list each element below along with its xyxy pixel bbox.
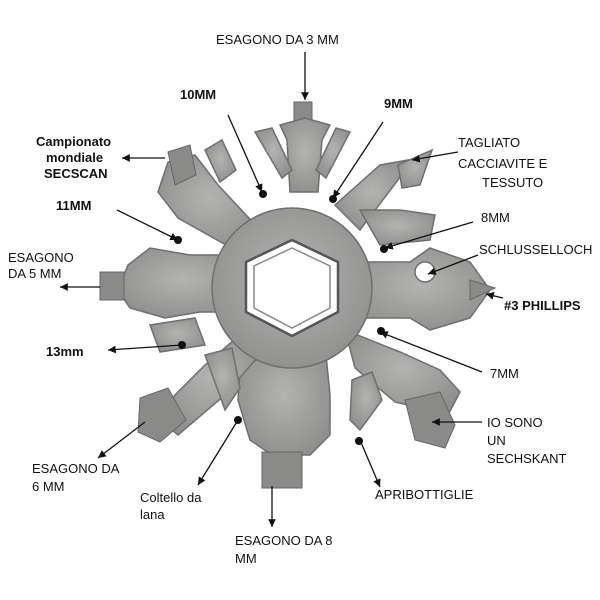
arm-upper-left xyxy=(157,138,264,251)
dot-10mm xyxy=(259,190,267,198)
snowflake-tool-body xyxy=(99,101,497,489)
leader-tagliato xyxy=(411,151,459,163)
label-hex-3mm: ESAGONO DA 3 MM xyxy=(216,32,339,47)
label-cacciavite-2: TESSUTO xyxy=(482,175,543,190)
label-10mm: 10MM xyxy=(180,87,216,102)
label-9mm: 9MM xyxy=(384,96,413,111)
dot-apribottiglie xyxy=(355,437,363,445)
dot-9mm xyxy=(329,195,337,203)
dot-11mm xyxy=(174,236,182,244)
dot-13mm xyxy=(178,341,186,349)
label-campionato-1: Campionato xyxy=(36,134,111,149)
label-13mm: 13mm xyxy=(46,344,84,359)
leader-7mm xyxy=(379,331,483,373)
label-8mm: 8MM xyxy=(481,210,510,225)
label-hex-6mm-2: 6 MM xyxy=(32,479,65,494)
label-hex-5mm-1: ESAGONO xyxy=(8,250,74,265)
dot-8mm xyxy=(380,245,388,253)
label-hex-8mm-1: ESAGONO DA 8 xyxy=(235,533,333,548)
arm-right xyxy=(349,247,497,331)
label-apribottiglie: APRIBOTTIGLIE xyxy=(375,487,474,502)
label-campionato-3: SECSCAN xyxy=(44,166,108,181)
label-hex-5mm-2: DA 5 MM xyxy=(8,266,61,281)
leader-coltello xyxy=(197,419,239,486)
anchor-dots xyxy=(174,190,388,445)
dot-7mm xyxy=(377,327,385,335)
leader-13mm xyxy=(107,344,183,354)
label-campionato-2: mondiale xyxy=(46,150,103,165)
label-cacciavite-1: CACCIAVITE E xyxy=(458,156,548,171)
leader-8mm xyxy=(384,221,474,250)
label-7mm: 7MM xyxy=(490,366,519,381)
leader-phillips xyxy=(485,291,504,300)
label-hex-8mm-2: MM xyxy=(235,551,257,566)
label-11mm: 11MM xyxy=(56,198,91,213)
leader-11mm xyxy=(116,209,179,241)
leader-hex-6mm xyxy=(97,421,146,459)
leader-apribottiglie xyxy=(359,439,381,488)
dot-coltello xyxy=(234,416,242,424)
arm-upper-right xyxy=(333,148,436,246)
label-sechskant-2: UN xyxy=(487,433,506,448)
leader-schlusselloch xyxy=(427,254,479,275)
leader-9mm xyxy=(332,121,384,199)
label-phillips: #3 PHILLIPS xyxy=(504,298,581,313)
label-coltello-2: lana xyxy=(140,507,165,522)
label-schlusselloch: SCHLUSSELLOCH xyxy=(479,242,592,257)
arm-top xyxy=(253,101,352,193)
arm-lower-right xyxy=(343,328,461,449)
label-sechskant-3: SECHSKANT xyxy=(487,451,567,466)
label-sechskant-1: IO SONO xyxy=(487,415,543,430)
leader-lines xyxy=(59,52,504,527)
labels: ESAGONO DA 3 MM 10MM 9MM Campionato mond… xyxy=(8,32,592,566)
label-coltello-1: Coltello da xyxy=(140,490,202,505)
label-tagliato: TAGLIATO xyxy=(458,135,520,150)
center-hex-hole xyxy=(244,238,340,338)
leader-10mm xyxy=(227,114,263,193)
label-hex-6mm-1: ESAGONO DA xyxy=(32,461,120,476)
